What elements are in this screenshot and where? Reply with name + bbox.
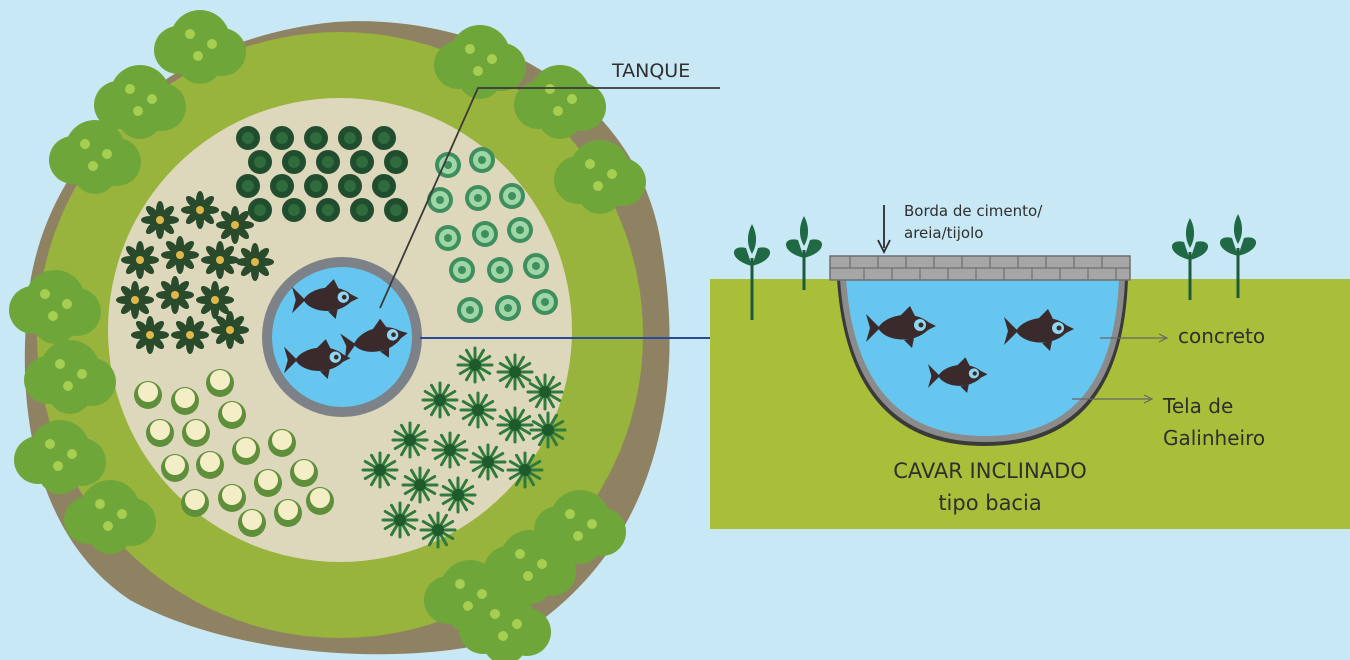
mesh-label: Tela de Galinheiro <box>1163 390 1265 454</box>
cabbage-icon <box>304 126 328 150</box>
herb-icon <box>201 241 239 279</box>
mesh-label-line1: Tela de <box>1163 390 1265 422</box>
cabbage-icon <box>338 174 362 198</box>
cabbage-icon <box>304 174 328 198</box>
lettuce-icon <box>532 289 558 315</box>
cabbage-icon <box>236 126 260 150</box>
cabbage-icon <box>270 174 294 198</box>
border-pointer-arrow <box>878 205 890 252</box>
cauliflower-icon <box>254 469 282 497</box>
cauliflower-icon <box>218 484 246 512</box>
cauliflower-icon <box>238 509 266 537</box>
lettuce-icon <box>487 257 513 283</box>
herb-icon <box>211 311 249 349</box>
lettuce-icon <box>435 225 461 251</box>
herb-icon <box>131 316 169 354</box>
cauliflower-icon <box>161 454 189 482</box>
cabbage-icon <box>270 126 294 150</box>
herb-icon <box>171 316 209 354</box>
cauliflower-icon <box>290 459 318 487</box>
lettuce-icon <box>495 295 521 321</box>
cauliflower-icon <box>268 429 296 457</box>
dig-label: CAVAR INCLINADO tipo bacia <box>840 455 1140 519</box>
tank-label: TANQUE <box>612 60 690 82</box>
cauliflower-icon <box>171 387 199 415</box>
cabbage-icon <box>236 174 260 198</box>
herb-icon <box>141 201 179 239</box>
herb-icon <box>236 243 274 281</box>
brick-edge <box>830 256 1130 280</box>
central-pond <box>262 257 422 417</box>
seedling-icon <box>786 216 822 290</box>
cabbage-icon <box>384 198 408 222</box>
cauliflower-icon <box>182 419 210 447</box>
border-label-line1: Borda de cimento/ <box>904 200 1042 222</box>
border-label: Borda de cimento/ areia/tijolo <box>904 200 1042 244</box>
cabbage-icon <box>248 198 272 222</box>
lettuce-icon <box>469 147 495 173</box>
cauliflower-icon <box>206 369 234 397</box>
cabbage-icon <box>350 198 374 222</box>
lettuce-icon <box>427 187 453 213</box>
cabbage-icon <box>372 174 396 198</box>
herb-icon <box>116 281 154 319</box>
lettuce-icon <box>472 221 498 247</box>
cauliflower-icon <box>218 401 246 429</box>
cabbage-icon <box>338 126 362 150</box>
bush-icon <box>154 10 246 84</box>
cabbage-icon <box>350 150 374 174</box>
cabbage-icon <box>316 150 340 174</box>
dig-label-line2: tipo bacia <box>840 487 1140 519</box>
herb-icon <box>161 236 199 274</box>
lettuce-icon <box>465 185 491 211</box>
herb-icon <box>216 206 254 244</box>
border-label-line2: areia/tijolo <box>904 222 1042 244</box>
herb-icon <box>121 241 159 279</box>
cabbage-icon <box>384 150 408 174</box>
mesh-label-line2: Galinheiro <box>1163 422 1265 454</box>
lettuce-icon <box>449 257 475 283</box>
lettuce-icon <box>507 217 533 243</box>
cauliflower-icon <box>306 487 334 515</box>
cauliflower-icon <box>181 489 209 517</box>
cauliflower-icon <box>232 437 260 465</box>
lettuce-icon <box>499 183 525 209</box>
cabbage-icon <box>282 150 306 174</box>
dig-label-line1: CAVAR INCLINADO <box>840 455 1140 487</box>
cauliflower-icon <box>134 381 162 409</box>
cabbage-icon <box>282 198 306 222</box>
lettuce-icon <box>523 253 549 279</box>
garden-top-view <box>9 10 670 660</box>
cabbage-icon <box>316 198 340 222</box>
cabbage-icon <box>248 150 272 174</box>
herb-icon <box>181 191 219 229</box>
lettuce-icon <box>457 297 483 323</box>
herb-icon <box>156 276 194 314</box>
cauliflower-icon <box>146 419 174 447</box>
concrete-label: concreto <box>1178 324 1265 348</box>
cauliflower-icon <box>274 499 302 527</box>
cauliflower-icon <box>196 451 224 479</box>
cabbage-icon <box>372 126 396 150</box>
